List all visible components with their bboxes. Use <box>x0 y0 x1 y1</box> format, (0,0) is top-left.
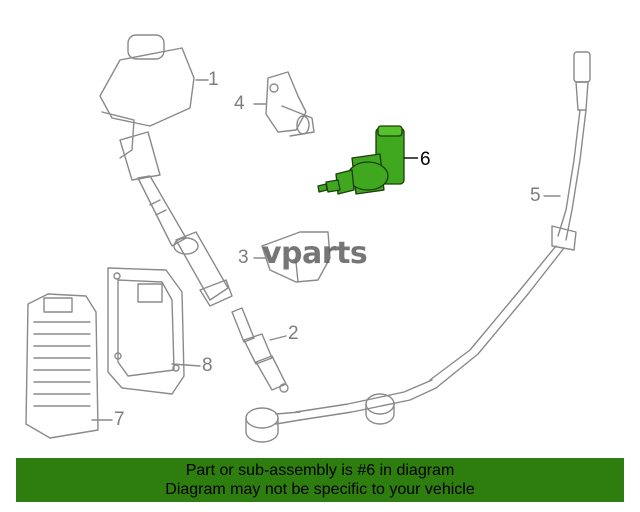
banner-line-2: Diagram may not be specific to your vehi… <box>165 481 475 498</box>
ignition-coil-part[interactable] <box>99 34 233 307</box>
callout-5: 5 <box>530 185 541 206</box>
ecu-module-part[interactable] <box>25 293 99 439</box>
callout-4: 4 <box>234 93 245 114</box>
ecu-bracket-part[interactable] <box>107 267 185 395</box>
spark-plug-part[interactable] <box>231 307 289 393</box>
crankshaft-sensor-part[interactable] <box>261 231 331 283</box>
parts-diagram <box>25 34 591 443</box>
callout-8: 8 <box>202 355 213 376</box>
callout-2: 2 <box>288 323 299 344</box>
callout-1: 1 <box>208 69 219 90</box>
info-banner: Part or sub-assembly is #6 in diagram Di… <box>16 458 624 502</box>
camshaft-position-sensor-highlighted[interactable] <box>317 125 405 195</box>
callout-3: 3 <box>238 247 249 268</box>
knock-sensor-harness-part[interactable] <box>245 51 591 443</box>
callout-7: 7 <box>114 409 125 430</box>
callout-6: 6 <box>420 149 431 170</box>
leader-lines <box>91 79 561 421</box>
camshaft-sensor-part[interactable] <box>265 71 315 137</box>
watermark-logo: vparts <box>262 236 368 271</box>
banner-line-1: Part or sub-assembly is #6 in diagram <box>185 462 455 479</box>
